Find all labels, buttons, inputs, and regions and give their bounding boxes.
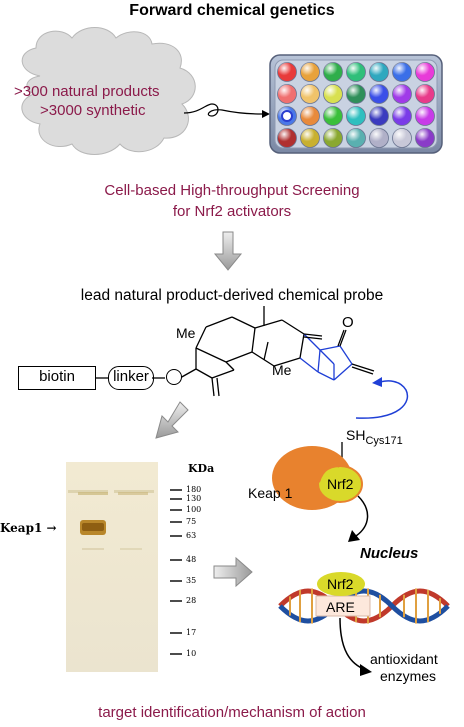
lead-probe-label: lead natural product-derived chemical pr… bbox=[80, 287, 384, 304]
mechanism-arrow bbox=[213, 556, 253, 588]
diagram-title: Forward chemical genetics bbox=[129, 2, 335, 19]
mw-marker-label: 130 bbox=[186, 494, 202, 503]
mw-marker-label: 35 bbox=[186, 576, 197, 585]
cys171-thiol: SHCys171 bbox=[346, 427, 403, 447]
plate-well-highlight bbox=[277, 62, 297, 82]
plate-well-highlight bbox=[415, 106, 435, 126]
enzymes-label: enzymes bbox=[380, 668, 437, 684]
microplate bbox=[269, 54, 443, 154]
plate-well-highlight bbox=[369, 106, 389, 126]
plate-well-highlight bbox=[323, 84, 343, 104]
footer-caption: target identification/mechanism of actio… bbox=[98, 704, 366, 721]
keap1-nrf2-complex bbox=[272, 442, 363, 510]
are-label: ARE bbox=[326, 599, 355, 615]
plate-well-highlight bbox=[369, 128, 389, 148]
ketone-oxygen: O bbox=[342, 314, 354, 331]
antioxidant-label: antioxidant bbox=[370, 651, 438, 667]
mw-marker-label: 10 bbox=[186, 649, 197, 658]
mw-marker-label: 75 bbox=[186, 517, 197, 526]
mw-marker-label: 48 bbox=[186, 555, 197, 564]
chemical-probe-structure bbox=[95, 306, 375, 397]
plate-well-highlight bbox=[415, 62, 435, 82]
screen-down-arrow bbox=[213, 231, 243, 271]
plate-well-highlight bbox=[346, 62, 366, 82]
plate-well-highlight bbox=[300, 128, 320, 148]
screening-line2: for Nrf2 activators bbox=[172, 203, 292, 220]
pulldown-arrow bbox=[155, 401, 189, 439]
library-label: >300 natural products >3000 synthetic bbox=[14, 82, 194, 120]
nrf2-label: Nrf2 bbox=[327, 476, 354, 492]
plate-well-highlight bbox=[300, 106, 320, 126]
methyl-label-1: Me bbox=[176, 325, 196, 341]
mw-marker-label: 63 bbox=[186, 531, 197, 540]
plate-well-highlight bbox=[346, 84, 366, 104]
sds-page-gel bbox=[66, 462, 182, 672]
plate-well-highlight bbox=[415, 84, 435, 104]
keap1-band-label: Keap1 → bbox=[0, 521, 57, 535]
mw-marker-label: 28 bbox=[186, 596, 197, 605]
covalent-attack-arrow bbox=[355, 377, 409, 419]
plate-well-highlight bbox=[392, 106, 412, 126]
ester-oxygen bbox=[166, 369, 182, 385]
plate-well-highlight bbox=[323, 106, 343, 126]
linker-box: linker bbox=[108, 366, 154, 390]
selected-well-marker bbox=[281, 110, 293, 122]
plate-well-highlight bbox=[277, 128, 297, 148]
kda-header: KDa bbox=[188, 462, 215, 475]
screening-label: Cell-based High-throughput Screening for… bbox=[0, 180, 464, 222]
plate-well-highlight bbox=[392, 62, 412, 82]
dna-helix bbox=[278, 588, 450, 624]
mw-marker-label: 180 bbox=[186, 485, 202, 494]
compound-library-cloud bbox=[21, 27, 196, 155]
natural-products-count: >300 natural products bbox=[14, 83, 160, 100]
nucleus-label: Nucleus bbox=[360, 545, 419, 562]
methyl-label-2: Me bbox=[272, 362, 292, 378]
enzyme-output-arrow bbox=[339, 617, 372, 676]
biotin-box: biotin bbox=[18, 366, 96, 390]
plate-well-highlight bbox=[323, 128, 343, 148]
plate-well-highlight bbox=[300, 62, 320, 82]
translocation-arrow bbox=[348, 495, 369, 542]
plate-well-highlight bbox=[277, 84, 297, 104]
plate-well-highlight bbox=[323, 62, 343, 82]
plate-well-highlight bbox=[392, 128, 412, 148]
keap1-label: Keap 1 bbox=[248, 485, 293, 501]
nuclear-nrf2-label: Nrf2 bbox=[327, 576, 354, 592]
mw-marker-label: 17 bbox=[186, 628, 197, 637]
plate-well-highlight bbox=[369, 62, 389, 82]
plate-well-highlight bbox=[369, 84, 389, 104]
screening-line1: Cell-based High-throughput Screening bbox=[104, 182, 360, 199]
nrf2-are-binding bbox=[315, 572, 371, 617]
plate-well-highlight bbox=[300, 84, 320, 104]
mw-marker-label: 100 bbox=[186, 505, 202, 514]
plate-well-highlight bbox=[392, 84, 412, 104]
plate-well-highlight bbox=[346, 106, 366, 126]
plate-well-highlight bbox=[346, 128, 366, 148]
library-to-plate-arrow bbox=[183, 103, 270, 118]
plate-well-highlight bbox=[415, 128, 435, 148]
synthetic-count: >3000 synthetic bbox=[40, 102, 146, 119]
